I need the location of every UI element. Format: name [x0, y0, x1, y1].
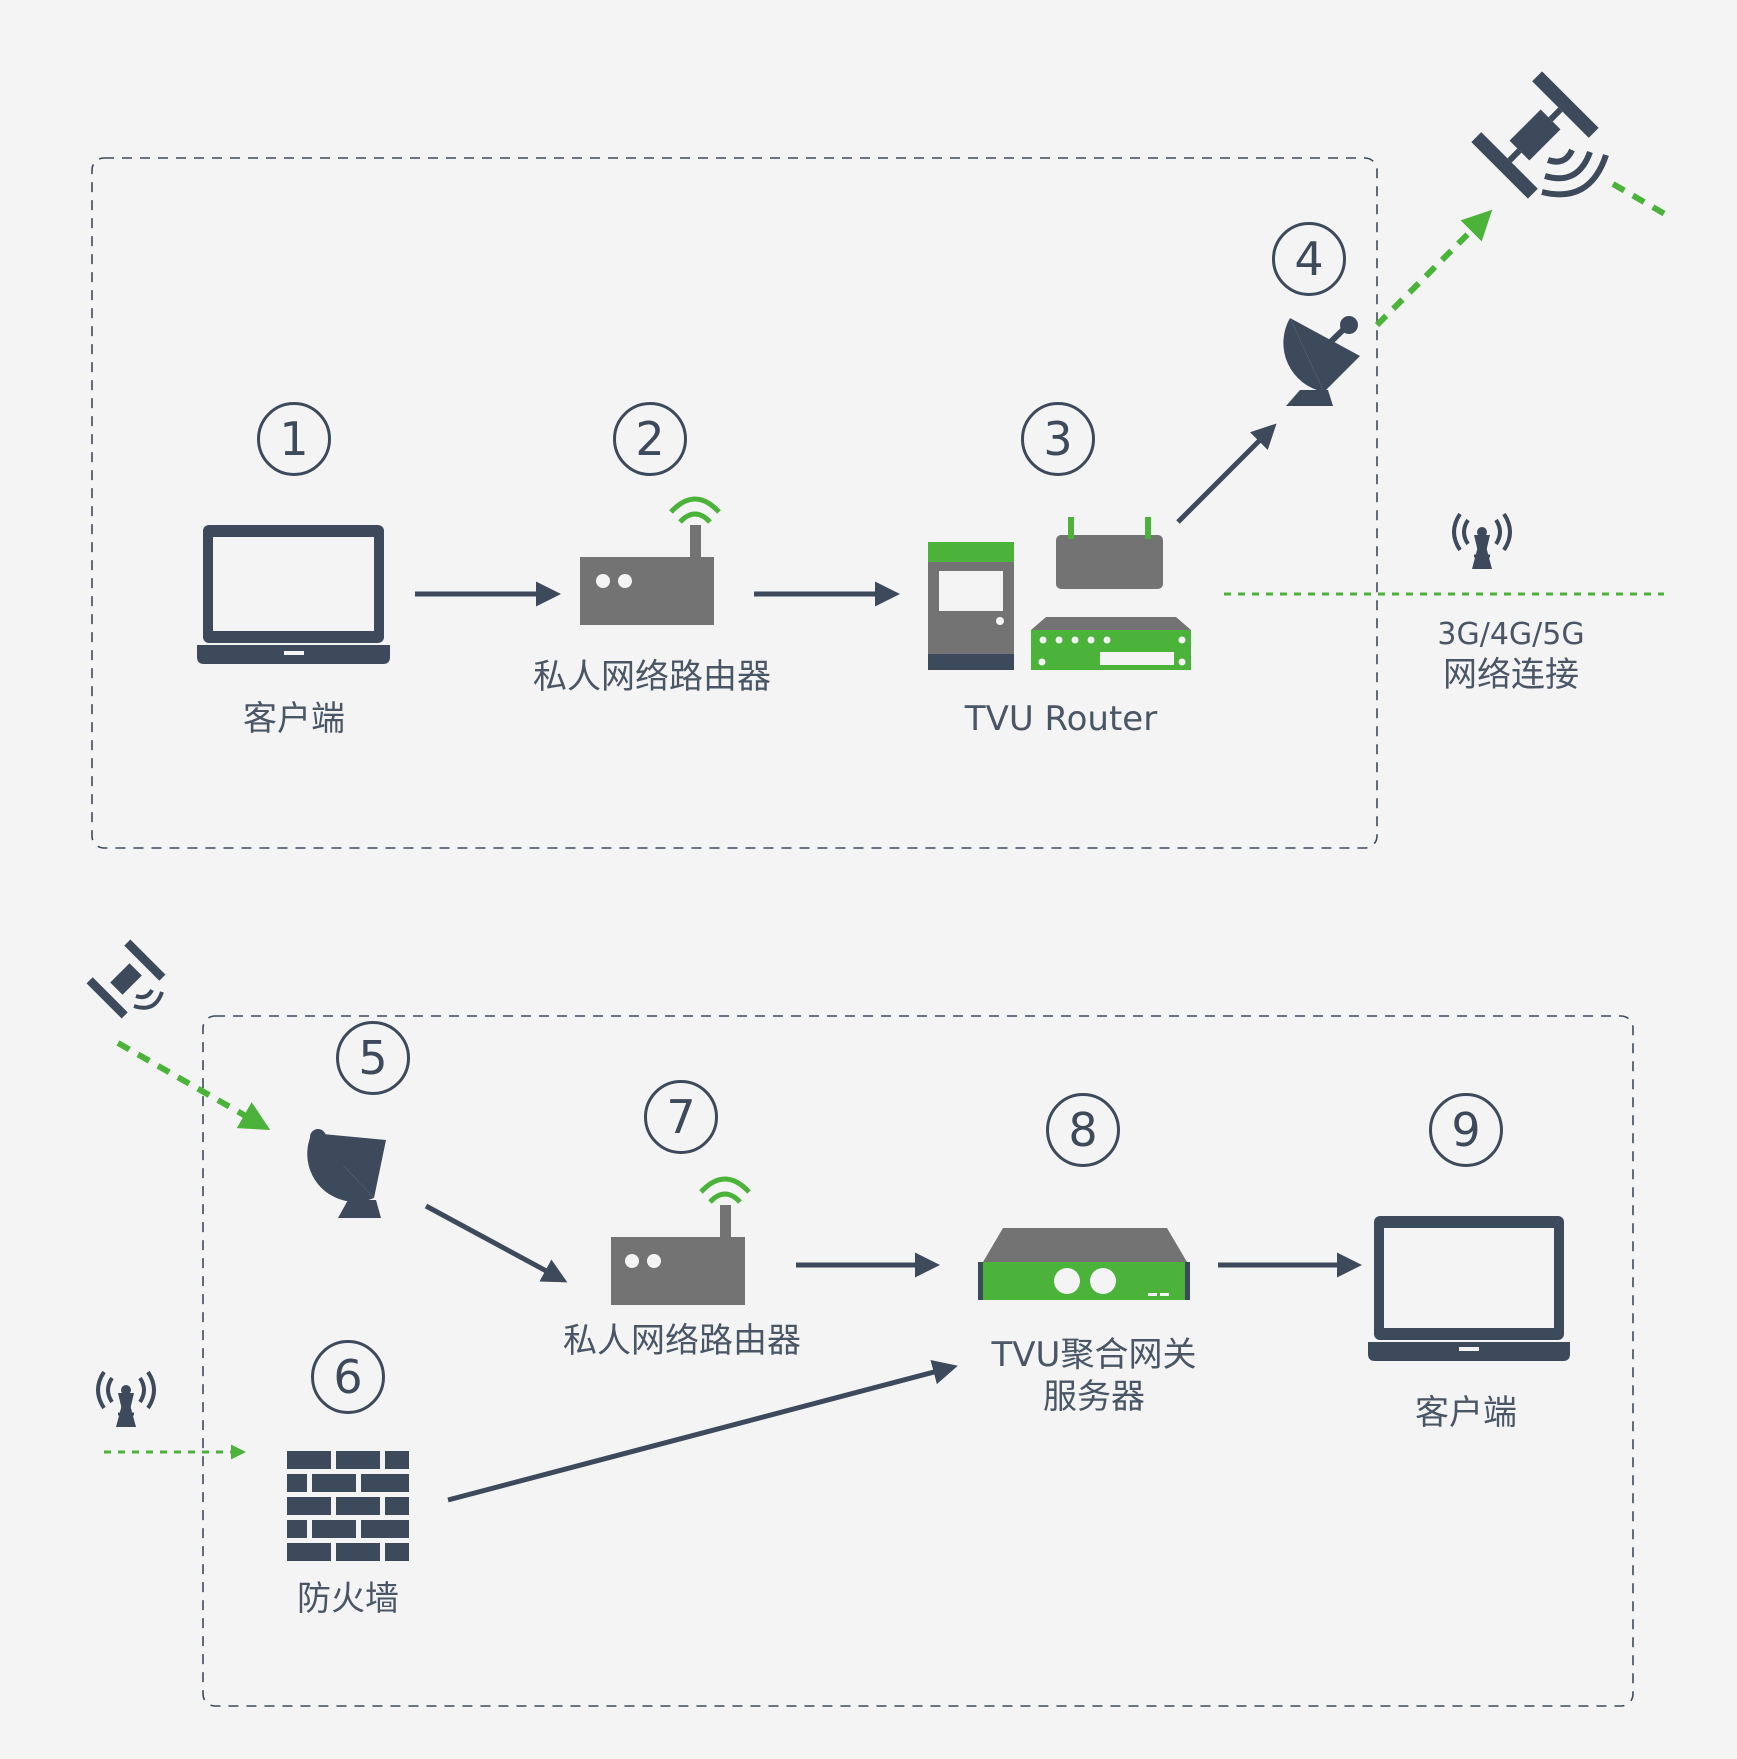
satellite-icon — [1471, 71, 1599, 199]
client-label: 客户端 — [243, 699, 345, 739]
step-number-1: 1 — [257, 402, 331, 476]
firewall-label: 防火墙 — [297, 1579, 399, 1619]
step-number-8: 8 — [1046, 1093, 1120, 1167]
bottom-boundary — [202, 1015, 1634, 1707]
private-router-label: 私人网络路由器 — [533, 657, 771, 697]
wifi-router-icon — [580, 496, 721, 625]
satellite-link-line — [1611, 181, 1672, 220]
arrow-firewall-to-gateway — [447, 1360, 958, 1503]
firewall-icon — [287, 1451, 409, 1561]
arrow-tvu-to-dish — [1176, 423, 1277, 524]
satellite-dish-icon — [1283, 316, 1360, 406]
client-label: 客户端 — [1415, 1393, 1517, 1433]
laptop-icon — [197, 525, 390, 664]
step-number-3: 3 — [1021, 402, 1095, 476]
step-number-5: 5 — [336, 1021, 410, 1095]
network-label-line2: 网络连接 — [1443, 655, 1579, 695]
satellite-signal-icon — [1541, 148, 1609, 198]
top-boundary — [91, 157, 1378, 849]
cell-tower-icon — [96, 1370, 156, 1427]
uplink-arrow — [1374, 209, 1493, 328]
tvu-router-label: TVU Router — [964, 699, 1158, 739]
gateway-server-icon — [978, 1228, 1190, 1300]
wifi-router-icon — [611, 1176, 751, 1305]
tvu-router-icon — [928, 517, 1191, 670]
step-number-4: 4 — [1272, 222, 1346, 296]
gateway-label-line1: TVU聚合网关 — [991, 1335, 1197, 1375]
cell-tower-icon — [1452, 512, 1512, 569]
downlink-arrow — [116, 1040, 271, 1130]
private-router-label: 私人网络路由器 — [563, 1321, 801, 1361]
step-number-9: 9 — [1429, 1093, 1503, 1167]
satellite-dish-icon — [307, 1129, 386, 1218]
arrow-dish-to-router — [424, 1203, 568, 1283]
step-number-6: 6 — [311, 1340, 385, 1414]
laptop-icon — [1368, 1216, 1570, 1361]
satellite-signal-icon — [133, 989, 164, 1010]
step-number-7: 7 — [644, 1080, 718, 1154]
satellite-icon — [86, 939, 166, 1019]
gateway-label-line2: 服务器 — [1043, 1377, 1145, 1417]
step-number-2: 2 — [613, 402, 687, 476]
network-label-line1: 3G/4G/5G — [1437, 617, 1585, 652]
